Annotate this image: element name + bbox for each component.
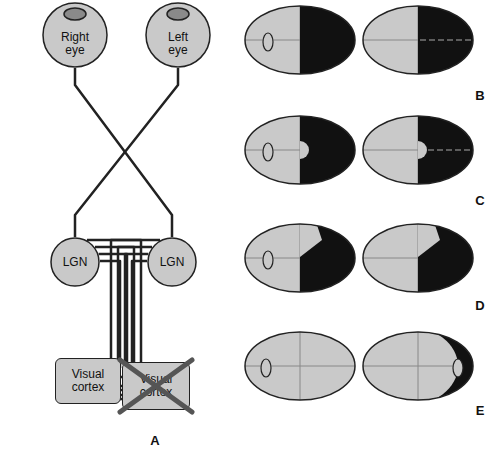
panel-letter: B [475, 88, 484, 103]
node-label: LGN [160, 256, 185, 269]
lgn-circle: LGN [147, 237, 197, 287]
lesion-cross [120, 360, 192, 412]
text-holder: Left eye [157, 31, 199, 57]
visual-field [245, 0, 360, 80]
visual-field [363, 218, 478, 298]
panel-letter: C [475, 193, 484, 208]
pupil [167, 8, 189, 20]
text-holder: Visual cortex [126, 373, 186, 399]
node-label: Right eye [54, 31, 96, 57]
node-label: LGN [63, 256, 88, 269]
nerve-fiber [75, 68, 178, 237]
nerve-fiber [122, 261, 147, 372]
pupil [64, 8, 86, 20]
node-label: Left eye [157, 31, 199, 57]
visual-field [363, 110, 478, 190]
text-holder: LGN [63, 256, 88, 269]
cortex-box: Visual cortex [55, 358, 121, 404]
panel-letter: D [475, 298, 484, 313]
text-holder: Visual cortex [58, 368, 118, 394]
node-label: Visual cortex [58, 368, 118, 394]
panel-letter: E [476, 403, 485, 418]
eye-circle: Left eye [145, 2, 211, 68]
visual-field [245, 218, 360, 298]
visual-field [245, 110, 360, 190]
optic-pathway [75, 68, 178, 237]
text-holder: Right eye [54, 31, 96, 57]
visual-field [363, 0, 478, 80]
lgn-circle: LGN [50, 237, 100, 287]
visual-field [354, 326, 480, 406]
text-holder: LGN [160, 256, 185, 269]
eye-circle: Right eye [42, 2, 108, 68]
panel-letter: A [150, 433, 159, 448]
node-label: Visual cortex [126, 373, 186, 399]
cortex-box: Visual cortex [122, 362, 190, 410]
visual-field [245, 332, 355, 400]
